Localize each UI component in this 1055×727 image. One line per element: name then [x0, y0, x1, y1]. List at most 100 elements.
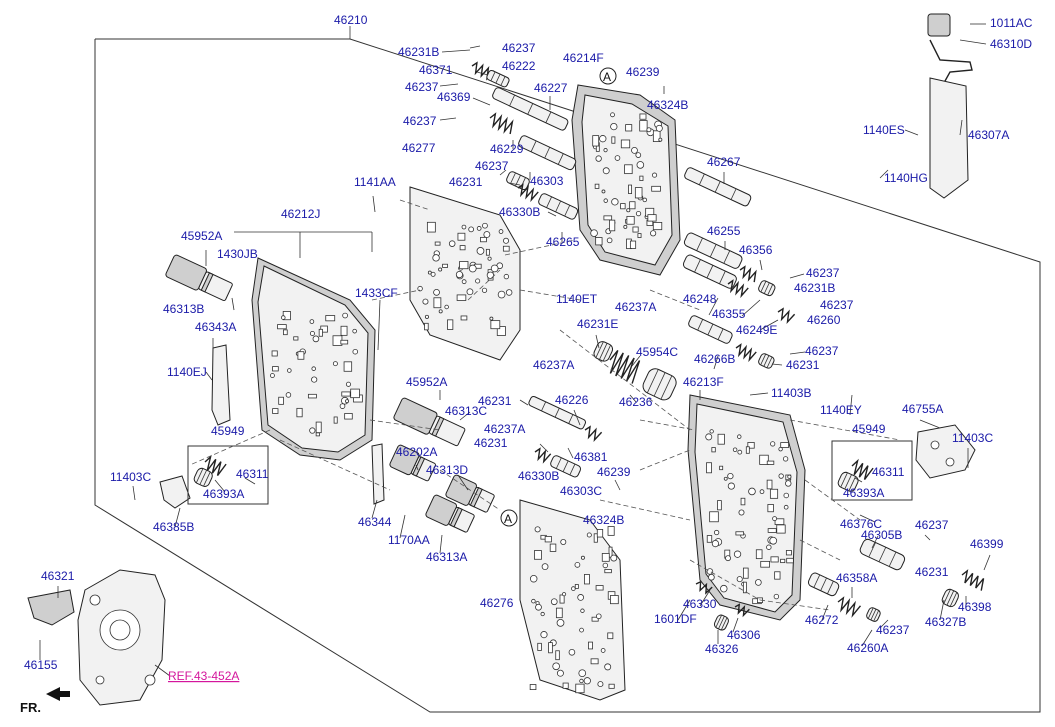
part-label-46267: 46267 — [707, 155, 741, 169]
spool-46222 — [486, 69, 510, 88]
bracket — [159, 475, 191, 509]
part-label-46231-b: 46231 — [786, 358, 820, 372]
part-label-46202a: 46202A — [396, 445, 437, 459]
part-label-46239-a: 46239 — [626, 65, 660, 79]
part-label-1601df: 1601DF — [654, 612, 697, 626]
part-label-46307a: 46307A — [968, 128, 1009, 142]
part-label-1140hg: 1140HG — [884, 171, 928, 185]
part-label-46376c: 46376C — [840, 517, 882, 531]
spring-46311 — [204, 454, 227, 476]
part-label-46324b-b: 46324B — [583, 513, 624, 527]
solenoid-46313A — [425, 494, 475, 533]
spring-46260 — [777, 307, 796, 325]
callout-a-upper: A — [599, 67, 617, 85]
accumulator-body — [251, 257, 376, 461]
part-label-46277: 46277 — [402, 141, 436, 155]
part-label-45952a-a: 45952A — [181, 229, 222, 243]
part-label-1140es: 1140ES — [863, 123, 905, 137]
part-label-11403c-b: 11403C — [110, 470, 151, 484]
part-label-46306: 46306 — [727, 628, 761, 642]
part-label-45952a-b: 45952A — [406, 375, 447, 389]
spool-46255 — [683, 232, 743, 269]
oil-strainer — [27, 589, 75, 626]
part-label-46237-h: 46237 — [915, 518, 949, 532]
part-label-46313a: 46313A — [426, 550, 467, 564]
wire-clip — [371, 443, 385, 505]
part-label-46237-e: 46237 — [806, 266, 840, 280]
plug-46231-b — [758, 353, 775, 369]
solenoid-46313B — [165, 254, 233, 302]
part-label-46305b: 46305B — [861, 528, 902, 542]
part-label-1433cf: 1433CF — [355, 286, 398, 300]
part-label-46276: 46276 — [480, 596, 514, 610]
solenoid-kit-box-right — [831, 440, 913, 501]
spring-46266 — [735, 343, 757, 363]
solenoid-kit-box-left — [187, 445, 269, 505]
piston-46393A — [193, 467, 213, 487]
part-label-46381: 46381 — [574, 450, 608, 464]
part-label-46237-f: 46237 — [820, 298, 854, 312]
spring-46355 — [727, 279, 749, 299]
part-label-46755a: 46755A — [902, 402, 943, 416]
part-label-46231e: 46231E — [577, 317, 618, 331]
part-label-46356: 46356 — [739, 243, 773, 257]
spool-46229b — [518, 135, 577, 171]
part-label-45949-a: 45949 — [211, 424, 245, 438]
separator-plate-lower — [519, 499, 626, 701]
spool-46330B — [538, 193, 579, 220]
part-label-1141aa: 1141AA — [354, 175, 396, 189]
part-label-46222: 46222 — [502, 59, 536, 73]
accumulator-45954C — [642, 368, 677, 401]
reference-link[interactable]: REF.43-452A — [168, 669, 239, 683]
part-label-46237a-b: 46237A — [533, 358, 574, 372]
svg-text:A: A — [504, 512, 512, 526]
plug-46231B — [758, 280, 776, 297]
part-label-46231-d: 46231 — [474, 436, 508, 450]
solenoid-46313C — [393, 397, 466, 447]
part-label-46231b-b: 46231B — [794, 281, 835, 295]
part-label-46255: 46255 — [707, 224, 741, 238]
part-label-46355: 46355 — [712, 307, 746, 321]
part-label-46303: 46303 — [530, 174, 564, 188]
part-label-46214f: 46214F — [563, 51, 604, 65]
plug-46237 — [866, 607, 881, 622]
part-label-46248: 46248 — [683, 292, 717, 306]
spool-46226 — [528, 395, 587, 430]
spring-46260A — [837, 596, 862, 618]
part-label-46237-a: 46237 — [502, 41, 536, 55]
part-label-46237-b: 46237 — [405, 80, 439, 94]
part-label-46313d: 46313D — [426, 463, 468, 477]
part-label-46237-g: 46237 — [805, 344, 839, 358]
spool-46227 — [492, 87, 569, 131]
plug-46327B — [941, 588, 959, 608]
part-label-46237a-c: 46237A — [484, 422, 525, 436]
part-label-46213f: 46213F — [683, 375, 724, 389]
harness-bracket — [211, 344, 231, 426]
plug-46231 — [506, 171, 530, 191]
part-label-46237-d: 46237 — [475, 159, 509, 173]
part-label-46239-b: 46239 — [597, 465, 631, 479]
part-label-46393a-a: 46393A — [203, 487, 244, 501]
spool-46248 — [682, 254, 737, 289]
part-label-46155: 46155 — [24, 658, 58, 672]
spool-46267 — [684, 167, 752, 207]
part-label-46260: 46260 — [807, 313, 841, 327]
spool-46358A — [807, 572, 840, 597]
upper-valve-body — [571, 84, 681, 276]
part-label-46236: 46236 — [619, 395, 653, 409]
part-label-46399: 46399 — [970, 537, 1004, 551]
part-label-46371: 46371 — [419, 63, 453, 77]
part-label-46358a: 46358A — [836, 571, 877, 585]
part-label-45949-b: 45949 — [852, 422, 886, 436]
spring-46330 — [695, 580, 713, 595]
part-label-46311-a: 46311 — [236, 467, 269, 481]
part-label-46231-e: 46231 — [915, 565, 949, 579]
lower-valve-body — [687, 394, 806, 621]
part-label-46237-c: 46237 — [403, 114, 437, 128]
transmission-case — [77, 569, 166, 706]
part-label-46303c: 46303C — [560, 484, 602, 498]
part-label-46327b: 46327B — [925, 615, 966, 629]
main-assembly-label: 46210 — [334, 13, 368, 27]
spool-46266B — [688, 315, 733, 344]
